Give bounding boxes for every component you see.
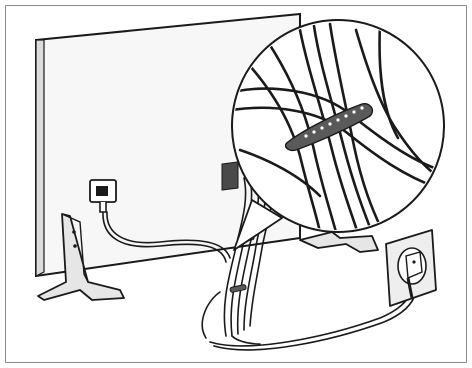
- right-stand: [299, 231, 379, 253]
- magnifier-callout-icon: [231, 19, 445, 251]
- wall-outlet-icon: [385, 229, 437, 307]
- stand-icon: [37, 213, 125, 301]
- image-frame: [5, 5, 467, 363]
- cable-clip-icon: [284, 102, 374, 152]
- power-plug-icon: [89, 179, 117, 213]
